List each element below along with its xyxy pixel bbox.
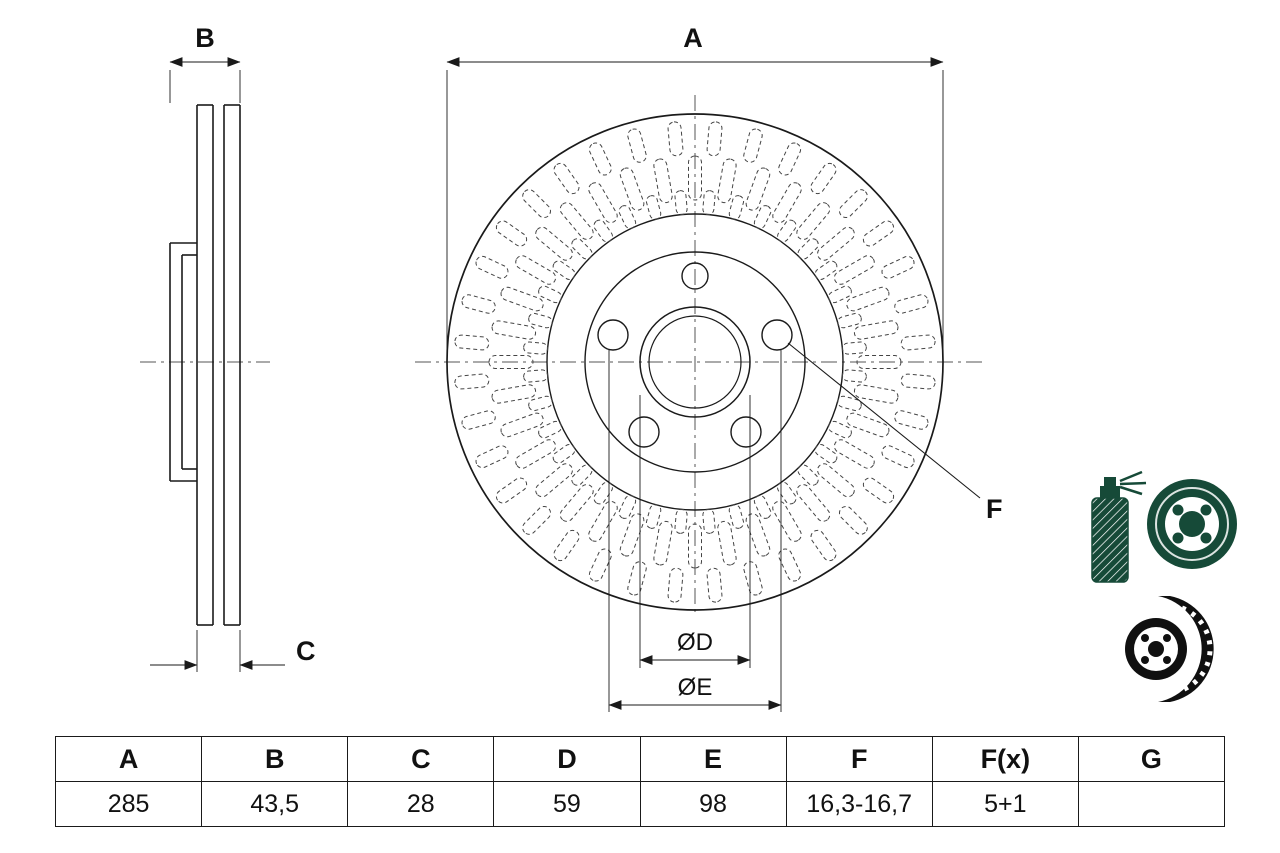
vented-brake-disc-icon — [1125, 596, 1214, 702]
dim-label-de: ØE — [678, 674, 713, 701]
center-lines — [140, 95, 982, 612]
table-header-fx: F(x) — [931, 736, 1079, 782]
dimension-dd — [639, 395, 751, 668]
bolt-holes — [597, 262, 793, 448]
table-header-e: E — [639, 736, 787, 782]
table-value-fx: 5+1 — [931, 781, 1079, 827]
table-value-a: 285 — [54, 781, 203, 827]
vent-slots — [454, 121, 936, 603]
dimension-b — [169, 57, 241, 103]
table-header-c: C — [347, 736, 495, 782]
dim-label-c: C — [296, 636, 316, 666]
table-value-d: 59 — [493, 781, 641, 827]
table-header-b: B — [201, 736, 349, 782]
table-header-a: A — [54, 736, 203, 782]
dim-label-f: F — [986, 494, 1003, 524]
front-view — [446, 113, 944, 611]
table-value-b: 43,5 — [201, 781, 349, 827]
table-header-g: G — [1077, 736, 1226, 782]
dim-label-b: B — [195, 23, 215, 53]
table-value-e: 98 — [639, 781, 787, 827]
spray-can-disc-icon — [1091, 470, 1237, 583]
leader-f — [787, 342, 981, 499]
table-header-d: D — [493, 736, 641, 782]
dimension-de — [608, 350, 782, 712]
table-value-g — [1077, 781, 1226, 827]
table-header-f: F — [785, 736, 933, 782]
dim-label-dd: ØD — [677, 629, 713, 656]
spray-lines-icon — [1119, 470, 1147, 496]
table-value-c: 28 — [347, 781, 495, 827]
dim-label-a: A — [683, 23, 703, 53]
dimension-a — [446, 57, 944, 352]
side-view — [169, 104, 241, 626]
table-header-row: A B C D E F F(x) G — [54, 736, 1226, 782]
table-value-row: 285 43,5 28 59 98 16,3-16,7 5+1 — [54, 781, 1226, 827]
brake-disc-technical-drawing: B C — [140, 23, 1237, 712]
dimension-c — [150, 630, 285, 672]
table-value-f: 16,3-16,7 — [785, 781, 933, 827]
dimension-table: A B C D E F F(x) G 285 43,5 28 59 98 16,… — [54, 736, 1226, 827]
